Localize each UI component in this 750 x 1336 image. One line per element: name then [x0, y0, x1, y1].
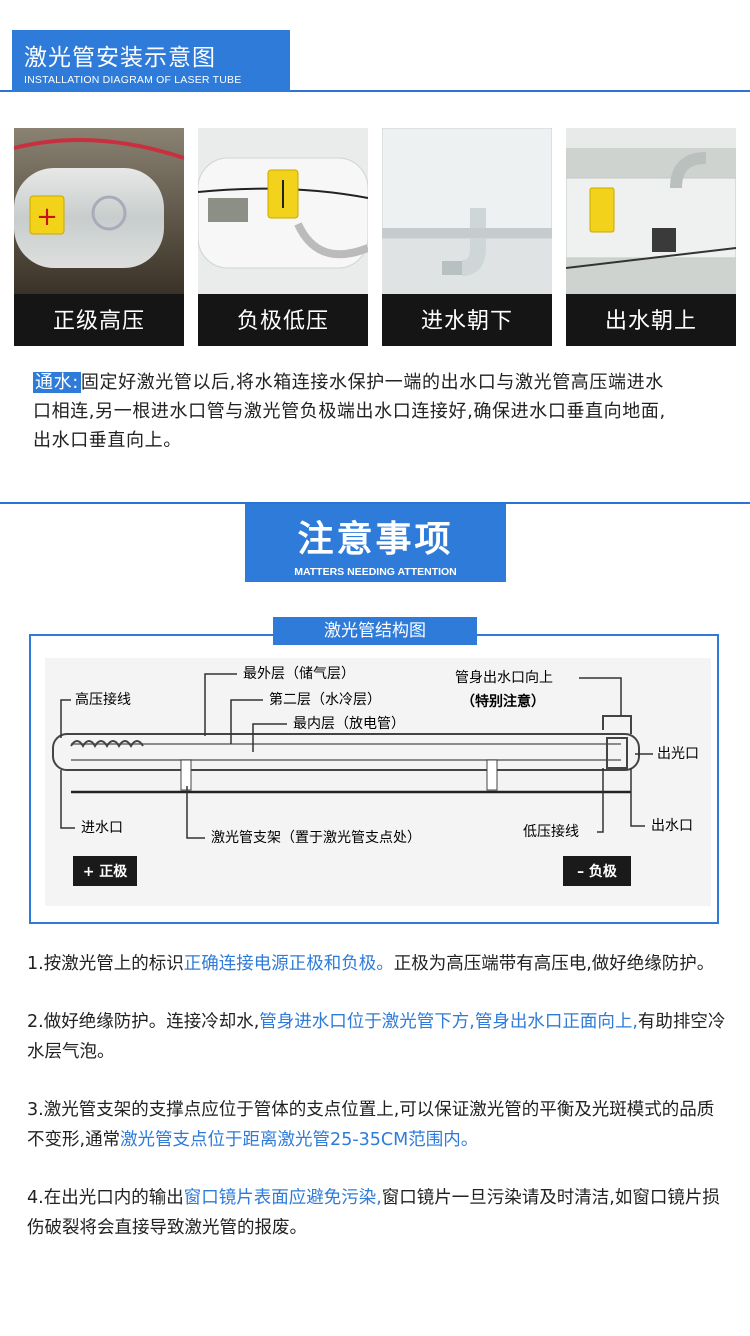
note-highlight: 管身进水口位于激光管下方,管身出水口正面向上, — [259, 1012, 638, 1032]
note-text: 2.做好绝缘防护。连接冷却水, — [27, 1012, 260, 1032]
note-item: 4.在出光口内的输出窗口镜片表面应避免污染,窗口镜片一旦污染请及时清洁,如窗口镜… — [27, 1183, 727, 1243]
note-text: 正极为高压端带有高压电,做好绝缘防护。 — [393, 954, 715, 974]
photo-water-inlet: 进水朝下 — [382, 128, 552, 346]
section-header-attention: 注意事项 MATTERS NEEDING ATTENTION — [245, 504, 506, 582]
intro-paragraph: 通水:固定好激光管以后,将水箱连接水保护一端的出水口与激光管高压端进水口相连,另… — [33, 368, 673, 455]
photo-caption: 负极低压 — [236, 309, 329, 334]
section-subtitle: INSTALLATION DIAGRAM OF LASER TUBE — [24, 74, 242, 86]
label-hv: 高压接线 — [75, 691, 131, 708]
photo-negative-lv: 负极低压 — [198, 128, 368, 346]
header-rule — [0, 90, 750, 92]
label-outer: 最外层（储气层） — [243, 666, 355, 682]
photo-caption: 进水朝下 — [420, 309, 513, 334]
notes-list: 1.按激光管上的标识正确连接电源正极和负极。正极为高压端带有高压电,做好绝缘防护… — [27, 949, 727, 1271]
section-header-installation: 激光管安装示意图 INSTALLATION DIAGRAM OF LASER T… — [0, 28, 750, 92]
section-title: 激光管安装示意图 — [24, 45, 216, 71]
note-item: 1.按激光管上的标识正确连接电源正极和负极。正极为高压端带有高压电,做好绝缘防护… — [27, 949, 727, 979]
label-lv: 低压接线 — [523, 823, 579, 840]
photo-caption: 正级高压 — [52, 309, 145, 334]
laser-tube-negative-image — [198, 128, 368, 294]
note-text: 有助排空冷水层气泡。 — [27, 1012, 726, 1062]
header-title-box: 激光管安装示意图 INSTALLATION DIAGRAM OF LASER T… — [12, 30, 290, 92]
photo-row: + 正级高压 负极低压 进水朝下 — [14, 128, 736, 346]
label-positive: + 正极 — [83, 863, 129, 880]
photo-water-outlet: 出水朝上 — [566, 128, 736, 346]
label-special: （特别注意） — [461, 693, 545, 710]
coil — [70, 740, 144, 748]
label-water-out: 出水口 — [651, 818, 693, 834]
diagram-label: 激光管结构图 — [273, 617, 477, 645]
note-item: 3.激光管支架的支撑点应位于管体的支点位置上,可以保证激光管的平衡及光斑模式的品… — [27, 1095, 727, 1155]
water-outlet-image — [566, 128, 736, 294]
note-text: 3.激光管支架的支撑点应位于管体的支点位置上,可以保证激光管的平衡及光斑模式的品… — [27, 1100, 715, 1150]
negative-badge — [563, 856, 631, 886]
photo-caption: 出水朝上 — [604, 309, 697, 334]
outer-tube — [52, 733, 640, 771]
positive-badge — [73, 856, 137, 886]
water-inlet-image — [382, 128, 552, 294]
label-bracket: 激光管支架（置于激光管支点处） — [211, 829, 421, 846]
label-negative: – 负极 — [577, 863, 618, 880]
note-text: 窗口镜片一旦污染请及时清洁,如窗口镜片损伤破裂将会直接导致激光管的报废。 — [27, 1188, 720, 1238]
note-text: 4.在出光口内的输出 — [27, 1188, 184, 1208]
tube-structure-svg: 高压接线 最外层（储气层） 第二层（水冷层） 最内层（放电管） 管身出水口向上 … — [45, 658, 711, 906]
structure-diagram: 高压接线 最外层（储气层） 第二层（水冷层） 最内层（放电管） 管身出水口向上 … — [29, 634, 719, 924]
label-second: 第二层（水冷层） — [269, 691, 381, 708]
intro-tag: 通水: — [33, 372, 81, 393]
photo-positive-hv: + 正级高压 — [14, 128, 184, 346]
section-subtitle: MATTERS NEEDING ATTENTION — [294, 566, 457, 578]
header-rule — [0, 502, 750, 504]
section-title: 注意事项 — [297, 519, 454, 560]
note-highlight: 激光管支点位于距离激光管25-35CM范围内。 — [120, 1130, 479, 1150]
note-text: 1.按激光管上的标识 — [27, 954, 184, 974]
label-inner: 最内层（放电管） — [293, 716, 405, 732]
note-highlight: 正确连接电源正极和负极。 — [183, 954, 394, 974]
label-light-out: 出光口 — [657, 746, 699, 762]
svg-text:+: + — [36, 202, 58, 232]
note-item: 2.做好绝缘防护。连接冷却水,管身进水口位于激光管下方,管身出水口正面向上,有助… — [27, 1007, 727, 1067]
intro-text: 固定好激光管以后,将水箱连接水保护一端的出水口与激光管高压端进水口相连,另一根进… — [33, 372, 666, 451]
label-water-in: 进水口 — [81, 820, 123, 836]
laser-tube-positive-image: + — [14, 128, 184, 294]
label-outlet-up: 管身出水口向上 — [455, 670, 553, 686]
note-highlight: 窗口镜片表面应避免污染, — [183, 1188, 382, 1208]
